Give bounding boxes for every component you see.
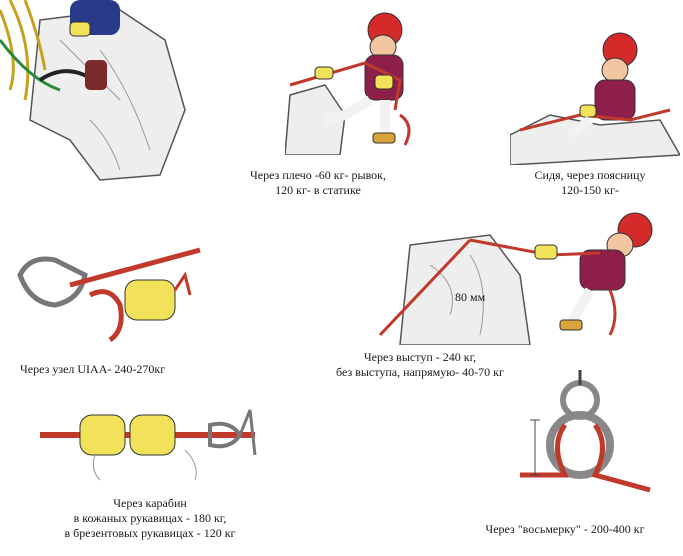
caption-line: в кожаных рукавицах - 180 кг, — [40, 511, 260, 526]
caption-line: Через плечо -60 кг- рывок, — [213, 168, 423, 183]
shoulder-belay-illustration — [285, 5, 435, 155]
ledge-dimension-label: 80 мм — [455, 290, 485, 305]
caption-line: 120 кг- в статике — [213, 183, 423, 198]
sitting-belay-illustration — [510, 25, 680, 165]
ledge-belay-caption: Через выступ - 240 кг, без выступа, напр… — [305, 350, 535, 380]
climber-on-rock-illustration — [0, 0, 210, 185]
caption-line: в брезентовых рукавицах - 120 кг — [40, 526, 260, 541]
caption-line: без выступа, напрямую- 40-70 кг — [305, 365, 535, 380]
uiaa-knot-illustration — [10, 235, 210, 345]
uiaa-knot-caption: Через узел UIAA- 240-270кг — [20, 362, 220, 377]
caption-line: Через узел UIAA- 240-270кг — [20, 362, 220, 377]
ledge-belay-illustration — [370, 205, 670, 345]
carabiner-belay-illustration — [35, 395, 265, 485]
caption-line: Сидя, через поясницу — [500, 168, 680, 183]
shoulder-belay-caption: Через плечо -60 кг- рывок, 120 кг- в ста… — [213, 168, 423, 198]
sitting-belay-caption: Сидя, через поясницу 120-150 кг- — [500, 168, 680, 198]
caption-line: Через выступ - 240 кг, — [305, 350, 535, 365]
caption-line: Через "восьмерку" - 200-400 кг — [455, 522, 675, 537]
carabiner-belay-caption: Через карабин в кожаных рукавицах - 180 … — [40, 496, 260, 541]
figure-eight-illustration — [510, 365, 670, 505]
caption-line: 120-150 кг- — [500, 183, 680, 198]
figure-eight-caption: Через "восьмерку" - 200-400 кг — [455, 522, 675, 537]
caption-line: Через карабин — [40, 496, 260, 511]
